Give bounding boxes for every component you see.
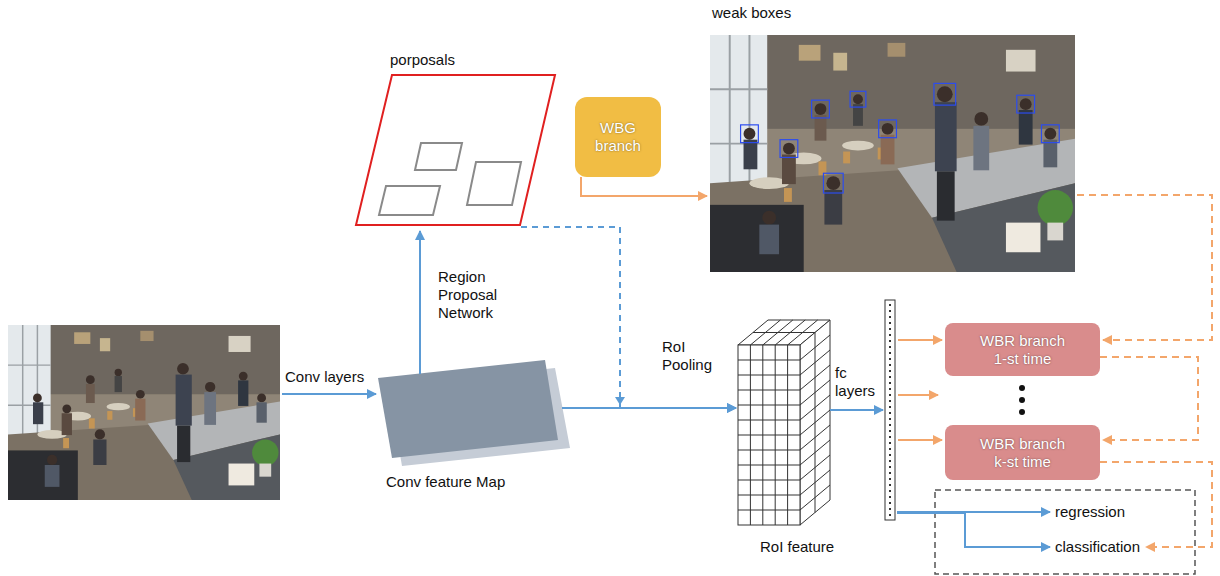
proposals-plane xyxy=(356,75,555,225)
output-label: regression xyxy=(1055,503,1125,521)
roi-feature-cube xyxy=(800,320,830,525)
connector xyxy=(1077,195,1212,340)
branch-box: WBG branch xyxy=(575,97,661,177)
middle-branch-arrow xyxy=(898,395,938,396)
proposals-plane xyxy=(415,143,462,170)
middle-branch-arrow xyxy=(898,394,938,396)
roi-feature-cube xyxy=(738,320,830,525)
weak-box-marks xyxy=(741,125,759,143)
weak-box-marks xyxy=(879,120,897,138)
connector xyxy=(897,513,1050,547)
proposals-plane xyxy=(467,162,521,205)
connector xyxy=(1100,357,1198,440)
roi-feature-cube xyxy=(750,320,817,345)
feature-map xyxy=(378,360,558,458)
connector xyxy=(562,407,736,409)
connector xyxy=(581,177,707,196)
connector xyxy=(898,339,942,341)
node-heading: RoI feature xyxy=(760,538,834,556)
conv-arrow xyxy=(282,393,376,395)
node-text: WBR branch 1-st time xyxy=(975,332,1071,368)
output-group-frame xyxy=(935,490,1195,574)
conv-arrow xyxy=(282,394,376,395)
input-photo xyxy=(8,325,280,500)
proposal-plane: porposals xyxy=(356,75,556,225)
node-text: WBR branch k-st time xyxy=(975,435,1071,471)
weak-boxes-photo xyxy=(710,35,1075,272)
feature-cube: RoI feature xyxy=(738,320,830,525)
weak-box-marks xyxy=(1017,95,1035,113)
fc-layer-bar xyxy=(885,300,895,520)
weak-box-marks xyxy=(741,83,1060,193)
weak-box-marks xyxy=(1041,125,1059,143)
connectors xyxy=(420,177,1212,547)
node-heading: weak boxes xyxy=(712,4,791,22)
node-text: classification xyxy=(1055,538,1140,555)
image-panel: weak boxes xyxy=(710,35,1075,272)
connector xyxy=(521,227,736,408)
output-label: classification xyxy=(1055,538,1140,556)
fc-layer-bar xyxy=(885,300,895,520)
edge-label: Region Proposal Network xyxy=(438,268,516,322)
ellipsis-dots xyxy=(1019,409,1025,415)
feature-map xyxy=(378,360,570,466)
proposals-plane xyxy=(356,75,555,225)
arrow-label: Conv layers xyxy=(285,368,364,386)
ellipsis-dots xyxy=(1019,385,1025,415)
node-text: WBG branch xyxy=(585,119,651,155)
connector xyxy=(898,439,942,441)
output-group-frame xyxy=(935,490,1195,574)
node-heading: Conv feature Map xyxy=(386,473,505,491)
ellipsis-dots xyxy=(1019,397,1025,403)
connector xyxy=(830,409,883,411)
node-heading: fc layers xyxy=(835,364,881,400)
edge-label: RoI Pooling xyxy=(662,338,726,374)
weak-box-marks xyxy=(780,140,798,158)
weak-box-marks xyxy=(812,100,830,118)
branch-box: WBR branch 1-st time xyxy=(945,323,1100,376)
fc-layer-bar xyxy=(889,304,891,516)
ellipsis-dots xyxy=(1019,385,1025,391)
input-photo xyxy=(8,325,280,500)
connector xyxy=(419,231,421,374)
node-text: regression xyxy=(1055,503,1125,520)
weak-boxes-photo xyxy=(710,35,1075,272)
roi-feature-cube xyxy=(800,333,830,513)
branch-box: WBR branch k-st time xyxy=(945,425,1100,480)
roi-feature-cube xyxy=(738,360,800,510)
weak-box-marks xyxy=(934,83,956,105)
proposals-plane xyxy=(379,186,440,215)
node-heading: porposals xyxy=(390,51,455,69)
feature-map: Conv feature Map xyxy=(378,360,570,466)
weak-box-marks xyxy=(823,173,843,193)
fc-bar: fc layers xyxy=(885,300,895,520)
roi-feature-cube xyxy=(738,345,800,525)
weak-box-marks xyxy=(850,91,866,107)
